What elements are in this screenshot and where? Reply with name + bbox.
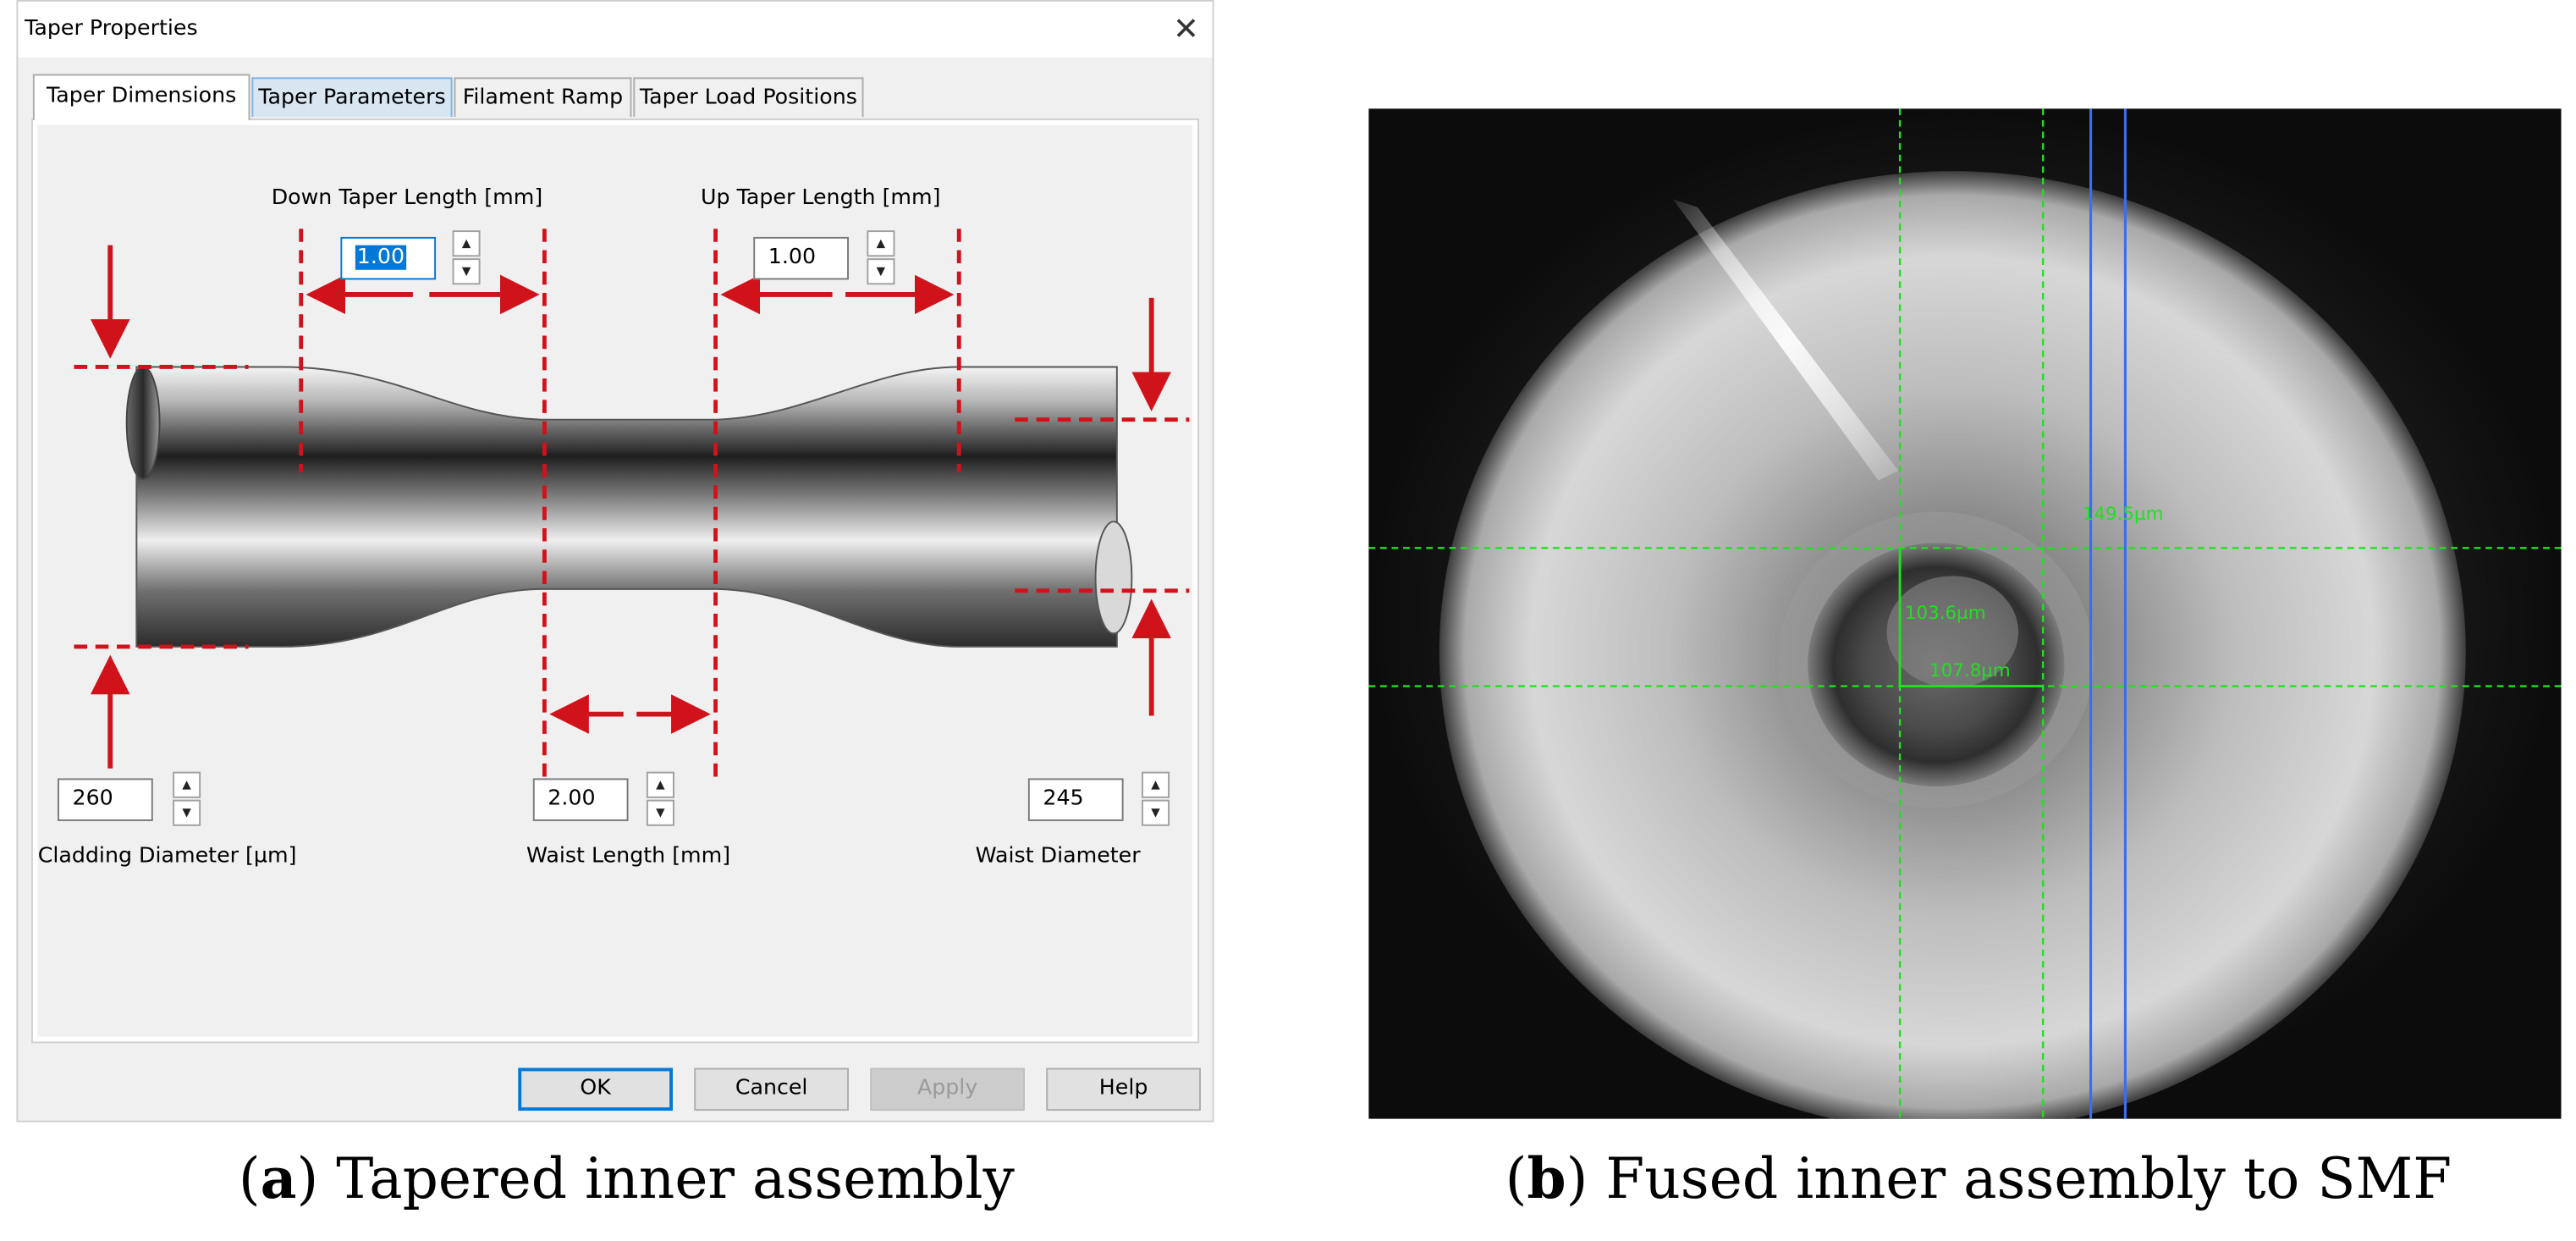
up-taper-length-label: Up Taper Length [mm] <box>701 185 941 211</box>
help-button[interactable]: Help <box>1046 1067 1201 1111</box>
spin-down-icon[interactable]: ▼ <box>1141 799 1170 826</box>
waist-length-value: 2.00 <box>548 786 596 812</box>
up-taper-length-input[interactable]: 1.00 <box>753 236 850 280</box>
core-highlight <box>1886 576 2019 688</box>
spin-up-icon[interactable]: ▲ <box>1141 771 1170 798</box>
tab-taper-dimensions[interactable]: Taper Dimensions <box>32 74 250 120</box>
waist-diameter-spinner[interactable]: ▲▼ <box>1141 771 1170 828</box>
ok-button[interactable]: OK <box>518 1067 674 1111</box>
caption-b: (b) Fused inner assembly to SMF <box>1505 1146 2452 1213</box>
down-taper-length-label: Down Taper Length [mm] <box>271 185 543 211</box>
fiber-end-face-micrograph: 149.5µm 103.6µm 107.8µm <box>1368 108 2562 1119</box>
tab-filament-ramp[interactable]: Filament Ramp <box>454 77 632 118</box>
tab-taper-parameters[interactable]: Taper Parameters <box>251 77 453 118</box>
close-icon[interactable]: ✕ <box>1172 11 1199 48</box>
measurement-label-103-6: 103.6µm <box>1905 603 1986 624</box>
down-taper-length-input[interactable]: 1.00 <box>340 236 437 280</box>
down-taper-length-spinner[interactable]: ▲▼ <box>452 230 481 286</box>
tab-panel <box>30 118 1200 1044</box>
waist-diameter-label: Waist Diameter <box>975 844 1141 869</box>
title-bar: Taper Properties ✕ <box>18 1 1213 58</box>
measurement-guides <box>1368 108 2562 1119</box>
waist-length-label: Waist Length [mm] <box>526 844 731 869</box>
cancel-button[interactable]: Cancel <box>694 1067 850 1111</box>
tab-taper-load-positions[interactable]: Taper Load Positions <box>633 77 864 118</box>
blue-reference-lines <box>2089 108 2127 1119</box>
cladding-diameter-spinner[interactable]: ▲▼ <box>173 771 201 828</box>
down-taper-length-value: 1.00 <box>355 245 407 270</box>
waist-diameter-value: 245 <box>1043 786 1084 812</box>
waist-length-input[interactable]: 2.00 <box>532 778 629 821</box>
caption-a-letter: a <box>260 1146 297 1213</box>
caption-b-letter: b <box>1527 1146 1566 1213</box>
spin-up-icon[interactable]: ▲ <box>173 771 201 798</box>
waist-length-spinner[interactable]: ▲▼ <box>646 771 674 828</box>
reflection-streak <box>1672 199 1899 481</box>
caption-a-text: Tapered inner assembly <box>336 1146 1015 1213</box>
cladding-diameter-value: 260 <box>72 786 113 812</box>
spin-down-icon[interactable]: ▼ <box>452 258 481 285</box>
measurement-label-107-8: 107.8µm <box>1929 660 2011 681</box>
measurement-bars <box>1898 548 2044 688</box>
caption-b-text: Fused inner assembly to SMF <box>1605 1146 2452 1213</box>
taper-properties-dialog: Taper Properties ✕ Taper Dimensions Tape… <box>16 0 1214 1122</box>
up-taper-length-spinner[interactable]: ▲▼ <box>867 230 895 286</box>
cladding-diameter-label: Cladding Diameter [µm] <box>37 844 297 869</box>
spin-up-icon[interactable]: ▲ <box>452 230 481 257</box>
apply-button[interactable]: Apply <box>870 1067 1025 1111</box>
spin-down-icon[interactable]: ▼ <box>867 258 895 285</box>
spin-up-icon[interactable]: ▲ <box>867 230 895 257</box>
measurement-label-149-5: 149.5µm <box>2083 504 2164 525</box>
spin-up-icon[interactable]: ▲ <box>646 771 674 798</box>
spin-down-icon[interactable]: ▼ <box>646 799 674 826</box>
dialog-title: Taper Properties <box>25 16 198 41</box>
cladding-diameter-input[interactable]: 260 <box>58 778 153 821</box>
spin-down-icon[interactable]: ▼ <box>173 799 201 826</box>
caption-a: (a) Tapered inner assembly <box>238 1146 1015 1213</box>
waist-diameter-input[interactable]: 245 <box>1027 778 1124 821</box>
up-taper-length-value: 1.00 <box>768 245 817 270</box>
